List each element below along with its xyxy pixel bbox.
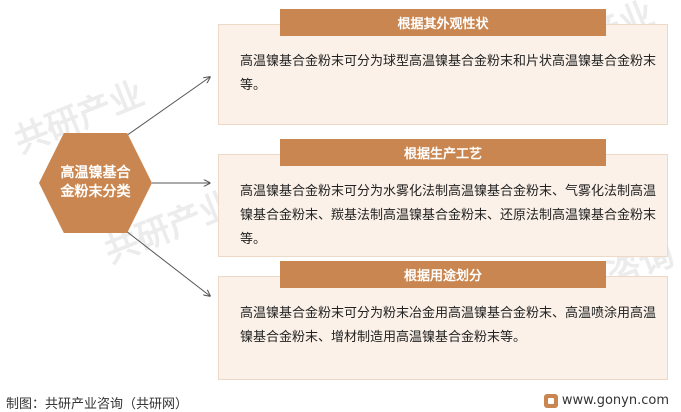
category-header: 根据用途划分 [280, 261, 606, 288]
category-description: 高温镍基合金粉末可分为粉末冶金用高温镍基合金粉末、高温喷涂用高温镍基合金粉末、增… [240, 306, 657, 345]
category-box-appearance: 根据其外观性状 高温镍基合金粉末可分为球型高温镍基合金粉末和片状高温镍基合金粉末… [218, 9, 668, 125]
gonyn-logo-icon [543, 393, 558, 408]
website-credit: www.gonyn.com [543, 393, 669, 408]
center-node-label: 高温镍基合金粉末分类 [60, 165, 131, 200]
source-credit: 制图：共研产业咨询（共研网） [6, 397, 189, 412]
category-description: 高温镍基合金粉末可分为水雾化法制高温镍基合金粉末、气雾化法制高温镍基合金粉末、羰… [240, 184, 657, 247]
category-box-process: 根据生产工艺 高温镍基合金粉末可分为水雾化法制高温镍基合金粉末、气雾化法制高温镍… [218, 139, 668, 257]
connector-arrow-top [125, 77, 210, 137]
connector-arrow-bottom [125, 230, 210, 296]
website-text: www.gonyn.com [561, 393, 669, 408]
category-description: 高温镍基合金粉末可分为球型高温镍基合金粉末和片状高温镍基合金粉末等。 [240, 54, 657, 93]
center-node: 高温镍基合金粉末分类 [39, 133, 152, 233]
category-box-usage: 根据用途划分 高温镍基合金粉末可分为粉末冶金用高温镍基合金粉末、高温喷涂用高温镍… [218, 261, 668, 380]
category-header: 根据其外观性状 [280, 9, 606, 36]
category-header: 根据生产工艺 [280, 139, 606, 166]
